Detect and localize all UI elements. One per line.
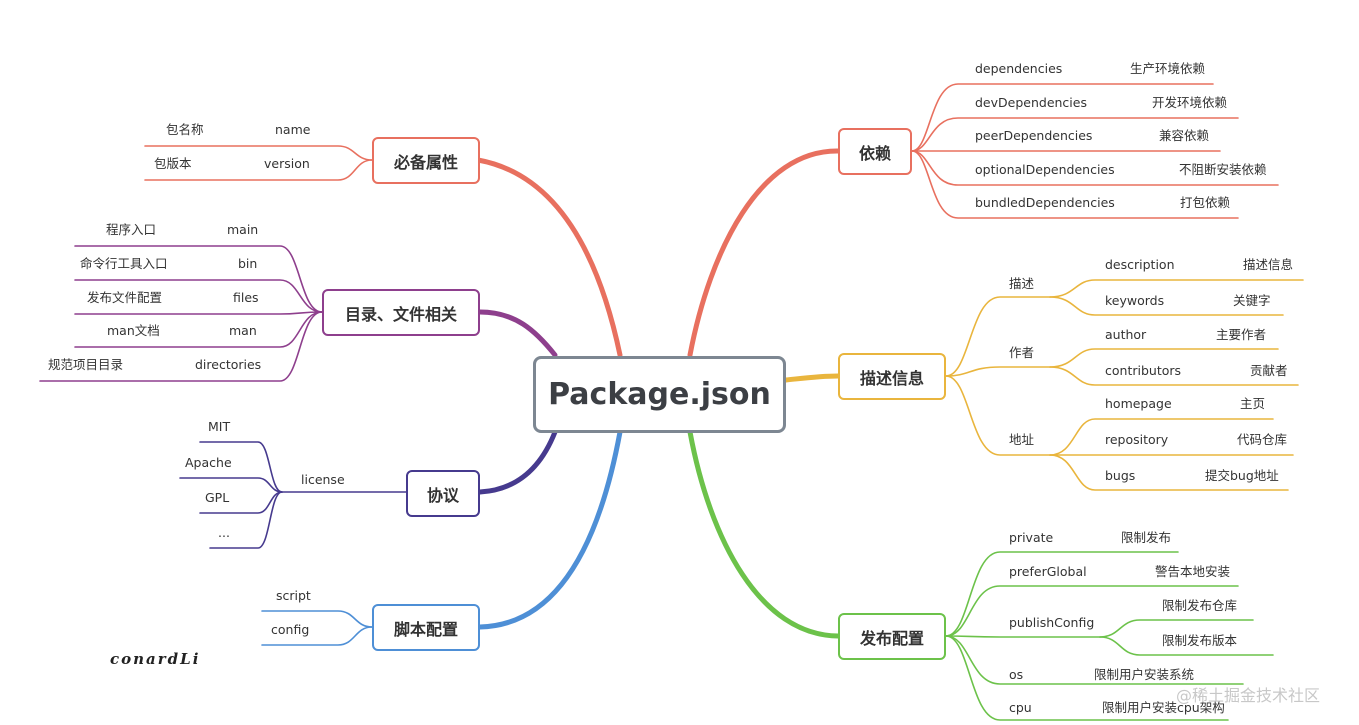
- deps-item-zh: 生产环境依赖: [1130, 61, 1206, 76]
- license-key: license: [301, 472, 345, 487]
- files-item-zh: man文档: [107, 323, 160, 338]
- node-scripts[interactable]: 脚本配置: [372, 604, 480, 651]
- deps-item-zh: 不阻断安装依赖: [1179, 162, 1267, 177]
- desc-item-key: description: [1105, 257, 1175, 272]
- node-publish[interactable]: 发布配置: [838, 613, 946, 660]
- publish-item-key: private: [1009, 530, 1054, 545]
- desc-item-key: contributors: [1105, 363, 1182, 378]
- required-item-key: name: [275, 122, 311, 137]
- deps-item-key: optionalDependencies: [975, 162, 1115, 177]
- publish-sub-item: 限制发布仓库: [1162, 598, 1238, 613]
- desc-item-zh: 主页: [1240, 396, 1266, 411]
- required-item-key: version: [264, 156, 310, 171]
- deps-item-zh: 开发环境依赖: [1152, 95, 1228, 110]
- branch-license: [477, 429, 558, 495]
- desc-group-label: 地址: [1009, 432, 1035, 447]
- deps-item-key: peerDependencies: [975, 128, 1093, 143]
- node-required[interactable]: 必备属性: [372, 137, 480, 184]
- files-item-zh: 程序入口: [106, 222, 157, 237]
- files-item-key: files: [233, 290, 259, 305]
- publish-item-zh: 限制用户安装系统: [1094, 667, 1195, 682]
- desc-item-zh: 主要作者: [1216, 327, 1267, 342]
- files-item-key: bin: [238, 256, 258, 271]
- files-item-key: main: [227, 222, 259, 237]
- branch-deps: [687, 148, 841, 358]
- required-item-zh: 包版本: [154, 156, 192, 171]
- license-option: GPL: [205, 490, 230, 505]
- publish-item-key: os: [1009, 667, 1024, 682]
- files-item-key: directories: [195, 357, 262, 372]
- desc-item-key: author: [1105, 327, 1147, 342]
- files-item-zh: 规范项目目录: [48, 357, 124, 372]
- files-item-zh: 发布文件配置: [87, 290, 163, 305]
- files-item-zh: 命令行工具入口: [80, 256, 168, 271]
- license-option: MIT: [208, 419, 231, 434]
- license-option: ...: [218, 525, 230, 540]
- publish-item-key: preferGlobal: [1009, 564, 1087, 579]
- node-desc[interactable]: 描述信息: [838, 353, 946, 400]
- scripts-item: script: [276, 588, 311, 603]
- desc-group-label: 作者: [1009, 345, 1035, 360]
- branch-scripts: [477, 429, 623, 630]
- watermark: @稀土掘金技术社区: [1176, 686, 1321, 705]
- scripts-item: config: [271, 622, 310, 637]
- desc-item-zh: 描述信息: [1243, 257, 1294, 272]
- desc-item-key: bugs: [1105, 468, 1136, 483]
- deps-item-key: bundledDependencies: [975, 195, 1115, 210]
- desc-item-zh: 贡献者: [1250, 363, 1288, 378]
- deps-item-key: devDependencies: [975, 95, 1087, 110]
- files-item-key: man: [229, 323, 257, 338]
- node-files[interactable]: 目录、文件相关: [322, 289, 480, 336]
- publish-item-zh: 限制用户安装cpu架构: [1102, 700, 1225, 715]
- deps-item-key: dependencies: [975, 61, 1063, 76]
- publish-item-zh: 警告本地安装: [1155, 564, 1231, 579]
- desc-group-label: 描述: [1009, 276, 1035, 291]
- desc-item-zh: 提交bug地址: [1205, 468, 1279, 483]
- author-signature: conardLi: [110, 650, 201, 668]
- publish-item-key: cpu: [1009, 700, 1032, 715]
- publish-sub-item: 限制发布版本: [1162, 633, 1238, 648]
- desc-item-key: repository: [1105, 432, 1169, 447]
- desc-item-key: homepage: [1105, 396, 1172, 411]
- publish-item-zh: 限制发布: [1121, 530, 1172, 545]
- branch-publish: [687, 429, 841, 639]
- node-deps[interactable]: 依赖: [838, 128, 912, 175]
- desc-item-zh: 代码仓库: [1237, 432, 1288, 447]
- deps-item-zh: 兼容依赖: [1159, 128, 1210, 143]
- desc-item-key: keywords: [1105, 293, 1165, 308]
- branch-required: [475, 157, 623, 358]
- deps-item-zh: 打包依赖: [1180, 195, 1231, 210]
- license-option: Apache: [185, 455, 232, 470]
- node-license[interactable]: 协议: [406, 470, 480, 517]
- branch-files: [477, 309, 558, 358]
- branch-desc: [783, 373, 841, 383]
- required-item-zh: 包名称: [166, 122, 204, 137]
- desc-item-zh: 关键字: [1233, 293, 1271, 308]
- publish-item-key: publishConfig: [1009, 615, 1095, 630]
- center-node[interactable]: Package.json: [533, 356, 786, 433]
